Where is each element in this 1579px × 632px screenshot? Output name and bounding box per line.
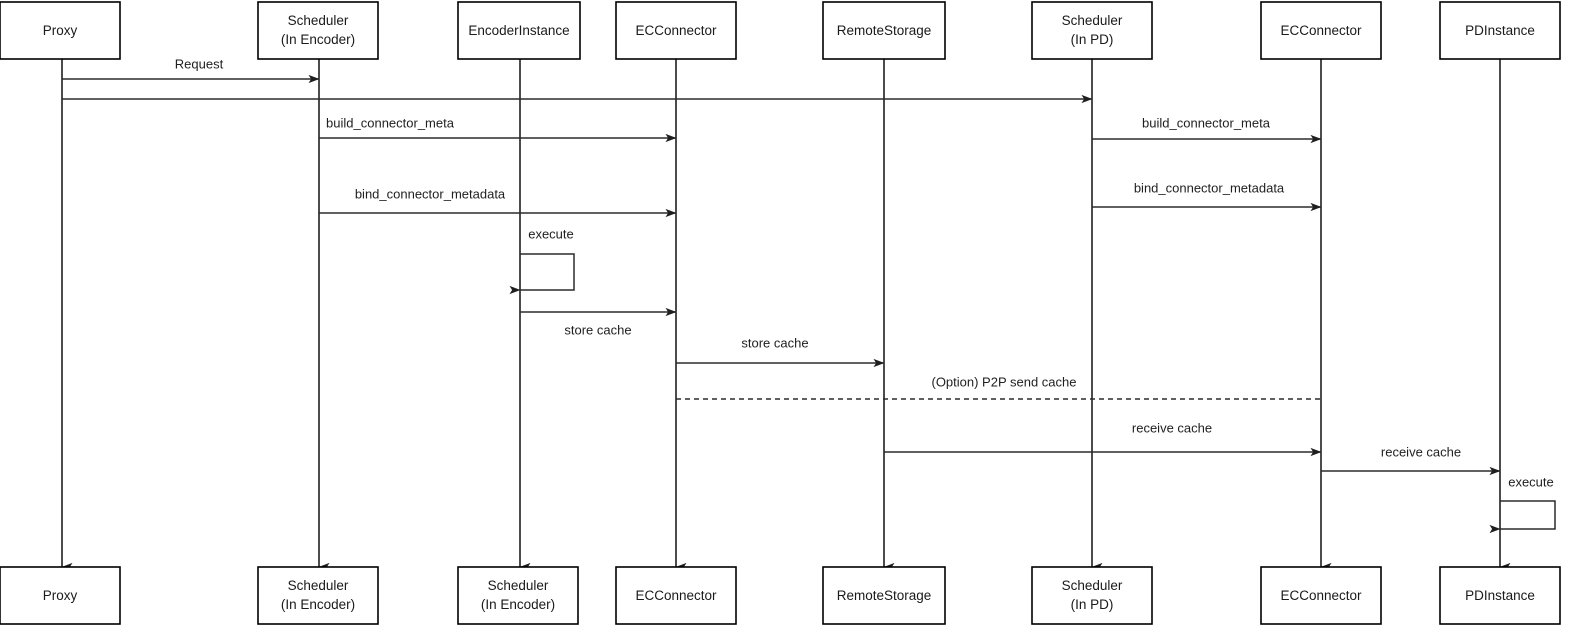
participant-head-remote_storage[interactable]: RemoteStorage: [822, 1, 946, 60]
participant-footer-label: PDInstance: [1465, 588, 1535, 603]
participant-footer-label-line2: (In PD): [1071, 597, 1114, 612]
participant-footer-scheduler_pd[interactable]: Scheduler (In PD): [1031, 566, 1153, 625]
participant-footer-label-line1: Scheduler: [488, 578, 549, 593]
participant-head-box[interactable]: [615, 1, 737, 60]
participant-head-label-line1: Scheduler: [1062, 13, 1123, 28]
participant-head-box[interactable]: [257, 1, 379, 60]
participant-head-box[interactable]: [1031, 1, 1153, 60]
participant-head-box[interactable]: [1260, 1, 1382, 60]
self-message-path-s2[interactable]: [1489, 500, 1556, 534]
lifelines-group: [61, 59, 1511, 572]
message-label-m9: (Option) P2P send cache: [931, 374, 1076, 389]
participant-head-label: ECConnector: [635, 23, 717, 38]
self-message-label-s2: execute: [1508, 474, 1554, 489]
message-label-m5: bind_connector_metadata: [355, 186, 506, 201]
message-label-m7: store cache: [564, 322, 631, 337]
participant-footer-box[interactable]: [1031, 566, 1153, 625]
self-message-label-s1: execute: [528, 226, 574, 241]
participant-head-label: PDInstance: [1465, 23, 1535, 38]
participant-head-scheduler_pd[interactable]: Scheduler (In PD): [1031, 1, 1153, 60]
participant-head-label-line2: (In PD): [1071, 32, 1114, 47]
participant-footer-remote_storage[interactable]: RemoteStorage: [822, 566, 946, 625]
participant-footers-group: Proxy Scheduler (In Encoder) Scheduler (In E…: [0, 566, 1561, 625]
message-m5[interactable]: bind_connector_metadata: [319, 186, 677, 218]
self-message-s2[interactable]: execute: [1489, 474, 1556, 534]
participant-head-label-line1: Scheduler: [288, 13, 349, 28]
participant-footer-encoder_instance[interactable]: Scheduler (In Encoder): [457, 566, 579, 625]
participant-footer-label-line1: Scheduler: [288, 578, 349, 593]
participant-head-ec_connector_right[interactable]: ECConnector: [1260, 1, 1382, 60]
participant-heads-group: Proxy Scheduler (In Encoder) EncoderInstanc…: [0, 1, 1561, 60]
participant-head-label: RemoteStorage: [837, 23, 932, 38]
participant-footer-pd_instance[interactable]: PDInstance: [1439, 566, 1561, 625]
participant-head-label-line2: (In Encoder): [281, 32, 355, 47]
participant-footer-label: Proxy: [43, 588, 78, 603]
participant-footer-scheduler_encoder[interactable]: Scheduler (In Encoder): [257, 566, 379, 625]
message-m10[interactable]: receive cache: [884, 420, 1322, 457]
participant-footer-box[interactable]: [822, 566, 946, 625]
message-label-m4: build_connector_meta: [1142, 115, 1271, 130]
self-messages-group: execute execute: [509, 226, 1556, 534]
self-message-s1[interactable]: execute: [509, 226, 575, 295]
participant-head-label: Proxy: [43, 23, 78, 38]
participant-head-box[interactable]: [0, 1, 121, 60]
messages-group: Request build_connector_meta build_connect…: [62, 56, 1501, 476]
participant-footer-label-line2: (In Encoder): [481, 597, 555, 612]
participant-footer-box[interactable]: [457, 566, 579, 625]
participant-head-proxy[interactable]: Proxy: [0, 1, 121, 60]
participant-footer-box[interactable]: [0, 566, 121, 625]
participant-head-pd_instance[interactable]: PDInstance: [1439, 1, 1561, 60]
message-label-m8: store cache: [741, 335, 808, 350]
participant-footer-ec_connector_right[interactable]: ECConnector: [1260, 566, 1382, 625]
message-m4[interactable]: build_connector_meta: [1092, 115, 1322, 144]
participant-footer-label: ECConnector: [1280, 588, 1362, 603]
participant-footer-label-line1: Scheduler: [1062, 578, 1123, 593]
participant-head-box[interactable]: [1439, 1, 1561, 60]
participant-head-encoder_instance[interactable]: EncoderInstance: [457, 1, 581, 60]
message-m3[interactable]: build_connector_meta: [319, 115, 677, 143]
message-label-m3: build_connector_meta: [326, 115, 455, 130]
participant-footer-box[interactable]: [615, 566, 737, 625]
participant-head-ec_connector_left[interactable]: ECConnector: [615, 1, 737, 60]
message-label-m10: receive cache: [1132, 420, 1212, 435]
participant-head-box[interactable]: [457, 1, 581, 60]
participant-head-label: ECConnector: [1280, 23, 1362, 38]
message-m6[interactable]: bind_connector_metadata: [1092, 180, 1322, 212]
message-m1[interactable]: Request: [62, 56, 320, 84]
message-label-m6: bind_connector_metadata: [1134, 180, 1285, 195]
message-m9[interactable]: (Option) P2P send cache: [676, 374, 1321, 400]
message-label-m1: Request: [175, 56, 224, 71]
participant-head-box[interactable]: [822, 1, 946, 60]
participant-footer-label: ECConnector: [635, 588, 717, 603]
participant-head-label: EncoderInstance: [468, 23, 569, 38]
message-label-m11: receive cache: [1381, 444, 1461, 459]
message-m7[interactable]: store cache: [520, 307, 677, 337]
self-message-path-s1[interactable]: [509, 253, 575, 295]
participant-head-scheduler_encoder[interactable]: Scheduler (In Encoder): [257, 1, 379, 60]
participant-footer-box[interactable]: [1260, 566, 1382, 625]
message-m11[interactable]: receive cache: [1321, 444, 1501, 476]
participant-footer-label-line2: (In Encoder): [281, 597, 355, 612]
participant-footer-box[interactable]: [257, 566, 379, 625]
participant-footer-ec_connector_left[interactable]: ECConnector: [615, 566, 737, 625]
participant-footer-box[interactable]: [1439, 566, 1561, 625]
participant-footer-proxy[interactable]: Proxy: [0, 566, 121, 625]
message-m8[interactable]: store cache: [676, 335, 885, 368]
participant-footer-label: RemoteStorage: [837, 588, 932, 603]
